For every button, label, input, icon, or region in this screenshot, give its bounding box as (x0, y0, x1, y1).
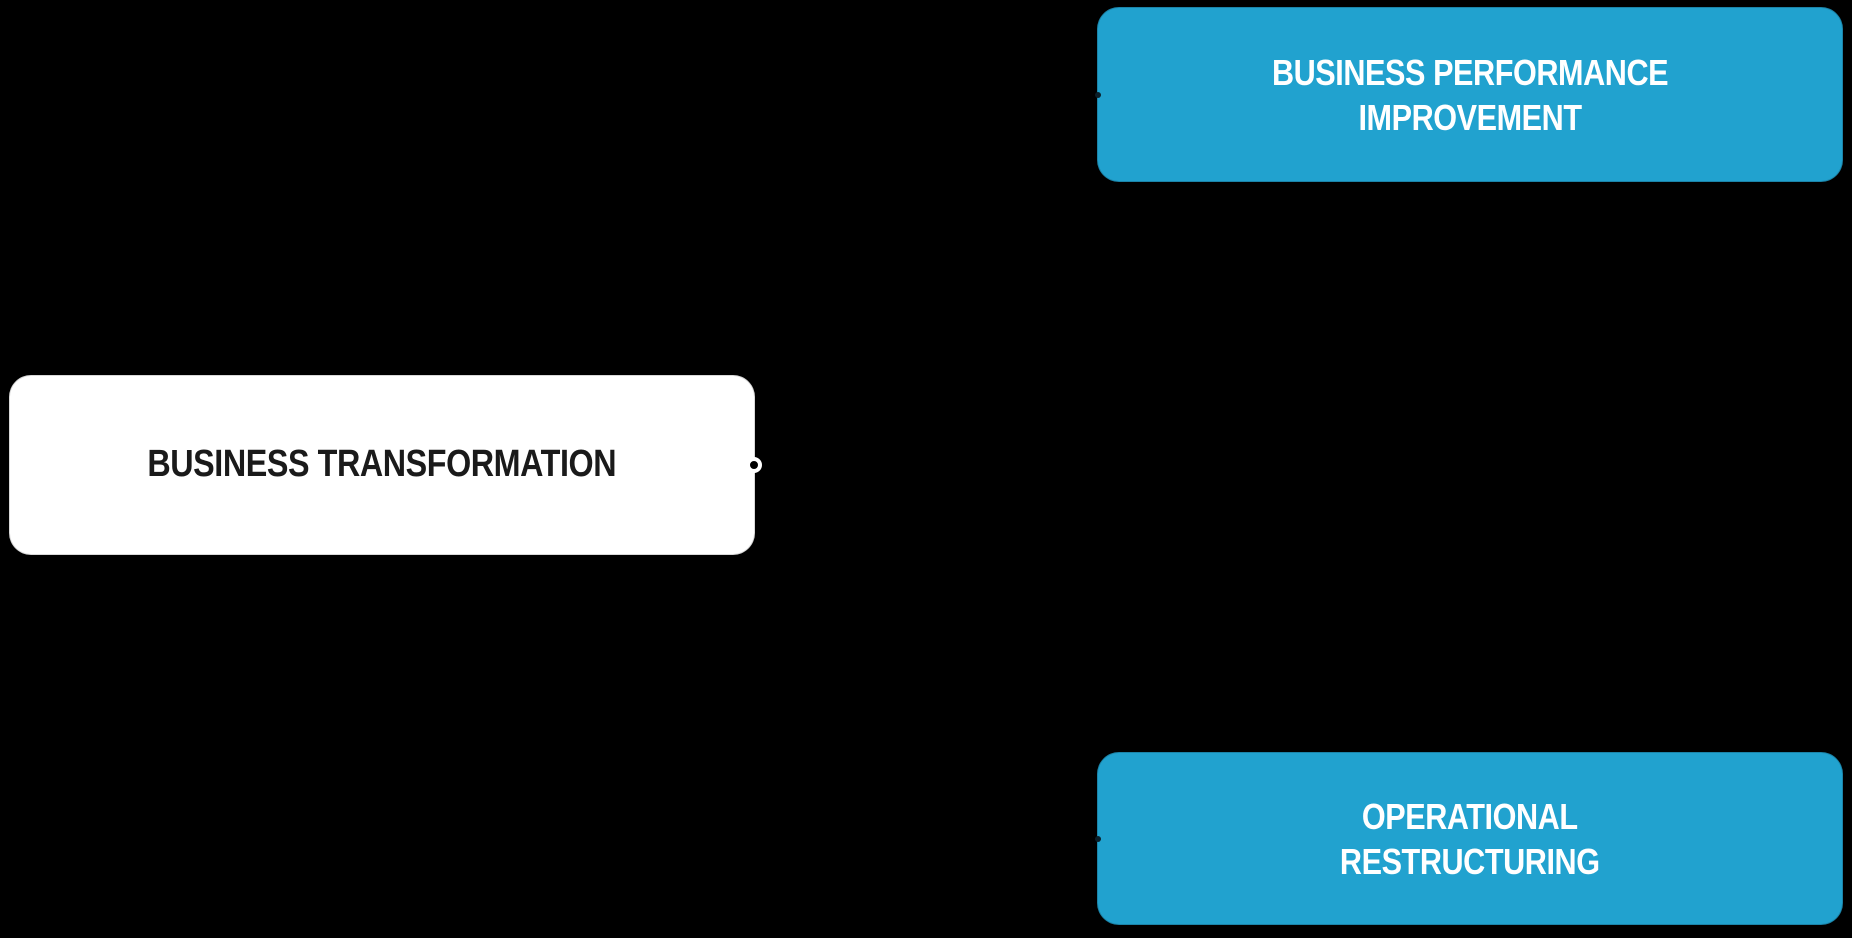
node-business-performance-improvement[interactable]: BUSINESS PERFORMANCE IMPROVEMENT (1095, 7, 1843, 182)
node-operational-restructuring-label: OPERATIONAL RESTRUCTURING (1340, 795, 1600, 882)
node-operational-restructuring[interactable]: OPERATIONAL RESTRUCTURING (1095, 752, 1843, 925)
connection-port-icon[interactable] (1095, 91, 1101, 98)
node-business-transformation[interactable]: BUSINESS TRANSFORMATION (9, 375, 762, 555)
node-business-transformation-label: BUSINESS TRANSFORMATION (147, 443, 617, 486)
node-business-performance-improvement-label: BUSINESS PERFORMANCE IMPROVEMENT (1271, 51, 1669, 138)
connection-handle-icon[interactable] (746, 457, 762, 473)
connection-port-icon[interactable] (1095, 835, 1101, 842)
